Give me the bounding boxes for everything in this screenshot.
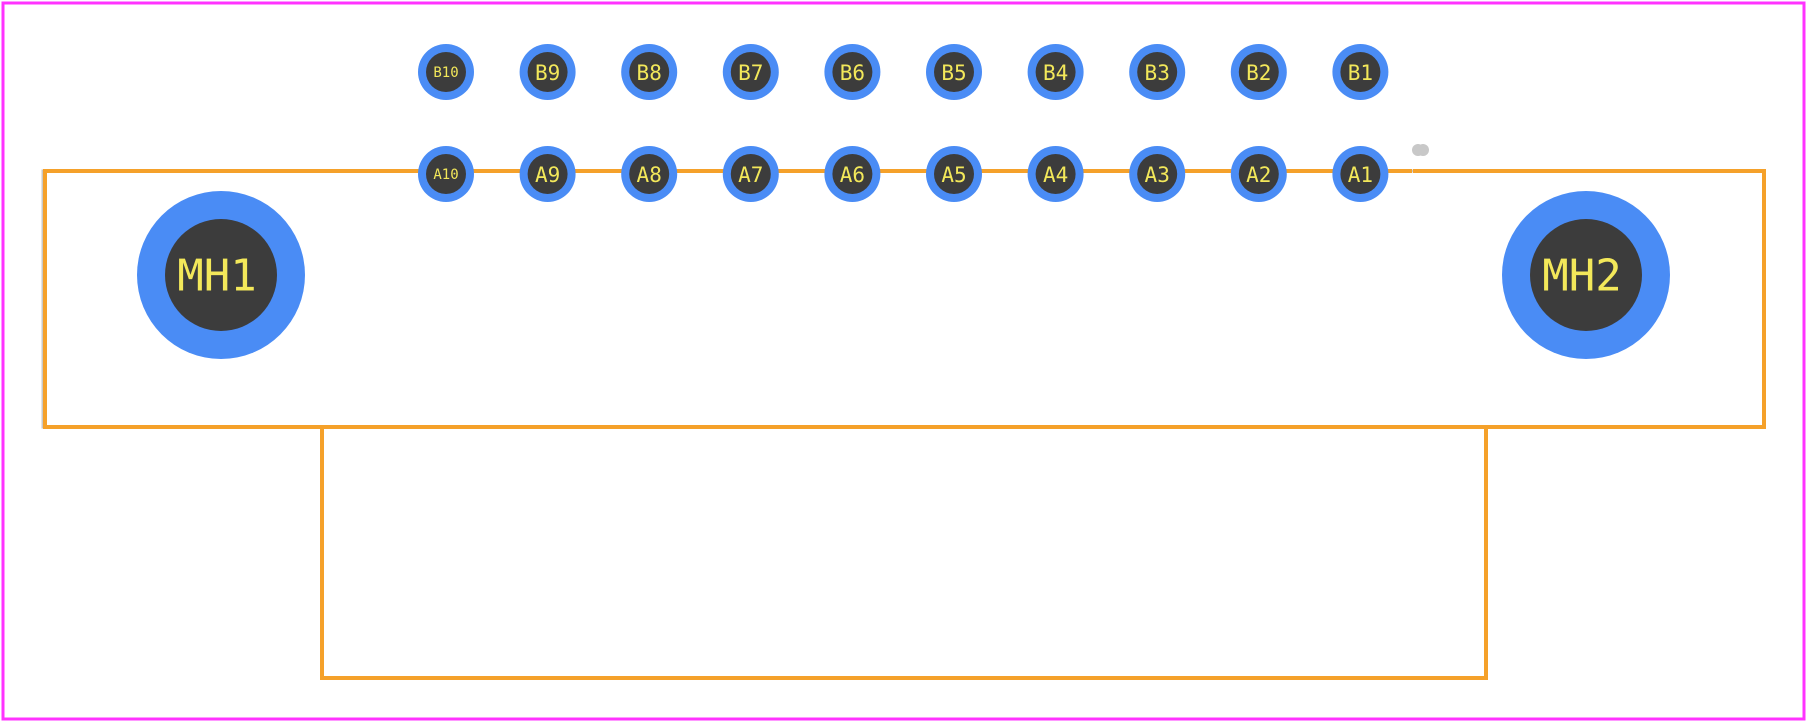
pad-b4: B4 — [1027, 44, 1084, 100]
pad-label: B1 — [1348, 61, 1373, 85]
pad-a5: A5 — [926, 146, 982, 202]
pad-drill — [1035, 154, 1076, 194]
silk-receptacle-outline — [320, 425, 1488, 680]
pad-drill — [1238, 154, 1279, 194]
pad-drill — [730, 154, 771, 194]
pad-drill — [629, 154, 670, 194]
pad-b3: B3 — [1129, 44, 1186, 100]
pad-label: A4 — [1043, 163, 1068, 187]
mounting-hole-label: MH2 — [1542, 251, 1621, 302]
pad-a9: A9 — [519, 146, 576, 202]
pad-b6: B6 — [824, 44, 881, 100]
pad-b7: B7 — [722, 44, 779, 100]
pad-label: B5 — [941, 61, 966, 85]
mounting-hole-mh1: MH1 — [137, 191, 305, 359]
pad-drill — [1137, 154, 1178, 194]
pad-label: A3 — [1145, 163, 1170, 187]
pad-label: A8 — [637, 163, 662, 187]
pad-a4: A4 — [1027, 146, 1084, 202]
pad-drill — [1137, 52, 1178, 92]
pad-a8: A8 — [621, 146, 678, 202]
pad-a3: A3 — [1129, 146, 1186, 202]
pad-b8: B8 — [621, 44, 678, 100]
pad-drill — [527, 52, 568, 92]
pad-drill — [832, 154, 873, 194]
pad-drill — [1238, 52, 1279, 92]
pad-label: B8 — [637, 61, 662, 85]
pad-label: A2 — [1246, 163, 1271, 187]
pad-drill — [1035, 52, 1076, 92]
pad-drill — [426, 52, 466, 92]
pad-label: A6 — [840, 163, 865, 187]
pad-label: B4 — [1043, 61, 1068, 85]
pad-label: A10 — [433, 167, 458, 183]
pad-label: A9 — [535, 163, 560, 187]
pad-b9: B9 — [519, 44, 576, 100]
mounting-holes: MH1 MH2 — [137, 191, 1670, 359]
pad-label: A7 — [738, 163, 763, 187]
pad-drill — [527, 154, 568, 194]
pad-drill — [1340, 154, 1381, 194]
pad-drill — [1340, 52, 1381, 92]
mounting-hole-mh2: MH2 — [1502, 191, 1670, 359]
pad-b10: B10 — [418, 44, 474, 100]
pad-label: B3 — [1145, 61, 1170, 85]
pad-drill — [730, 52, 771, 92]
pad-drill — [629, 52, 670, 92]
pad-a6: A6 — [824, 146, 881, 202]
pad-label: A1 — [1348, 163, 1373, 187]
mounting-hole-drill — [1530, 219, 1642, 331]
pad-row-b: B10 B9 B8 B7 B6 B5 B4 B3 B2 B1 — [418, 44, 1389, 100]
pad-label: B9 — [535, 61, 560, 85]
pad-label: B2 — [1246, 61, 1271, 85]
pad-drill — [832, 52, 873, 92]
pin1-indicator — [1412, 144, 1429, 156]
pad-label: B7 — [738, 61, 763, 85]
connector-silkscreen — [43, 169, 1766, 680]
pad-drill — [934, 52, 974, 92]
mounting-hole-label: MH1 — [177, 251, 256, 302]
pad-a7: A7 — [722, 146, 779, 202]
pad-label: B6 — [840, 61, 865, 85]
pad-b2: B2 — [1230, 44, 1287, 100]
pad-b5: B5 — [926, 44, 982, 100]
pad-drill — [934, 154, 974, 194]
pad-a10: A10 — [418, 146, 474, 202]
mounting-hole-drill — [165, 219, 277, 331]
pad-row-a: A10 A9 A8 A7 A6 A5 A4 A3 A2 A1 — [418, 146, 1389, 202]
pad-a1: A1 — [1332, 146, 1389, 202]
pad-label: A5 — [941, 163, 966, 187]
pad-b1: B1 — [1332, 44, 1389, 100]
pad-drill — [426, 154, 466, 194]
pad-label: B10 — [433, 65, 458, 81]
pad-a2: A2 — [1230, 146, 1287, 202]
